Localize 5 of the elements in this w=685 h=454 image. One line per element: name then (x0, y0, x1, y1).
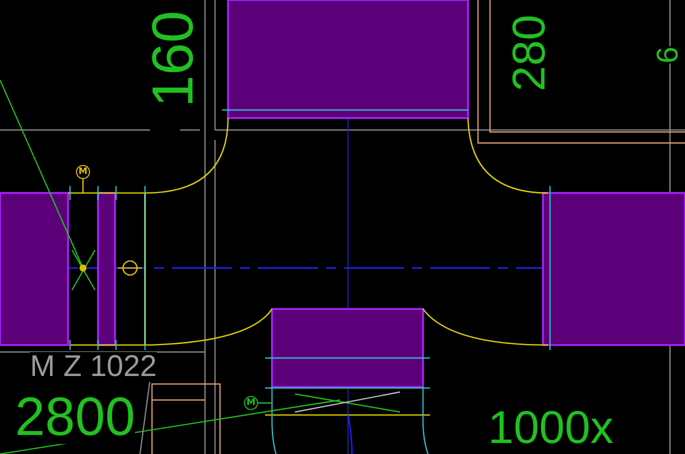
leader-line (258, 402, 272, 404)
callout-circle: M (76, 165, 90, 179)
callout-circle: M (244, 396, 258, 410)
leader-line (82, 179, 84, 193)
tag-text: M Z 1022 (30, 352, 157, 382)
